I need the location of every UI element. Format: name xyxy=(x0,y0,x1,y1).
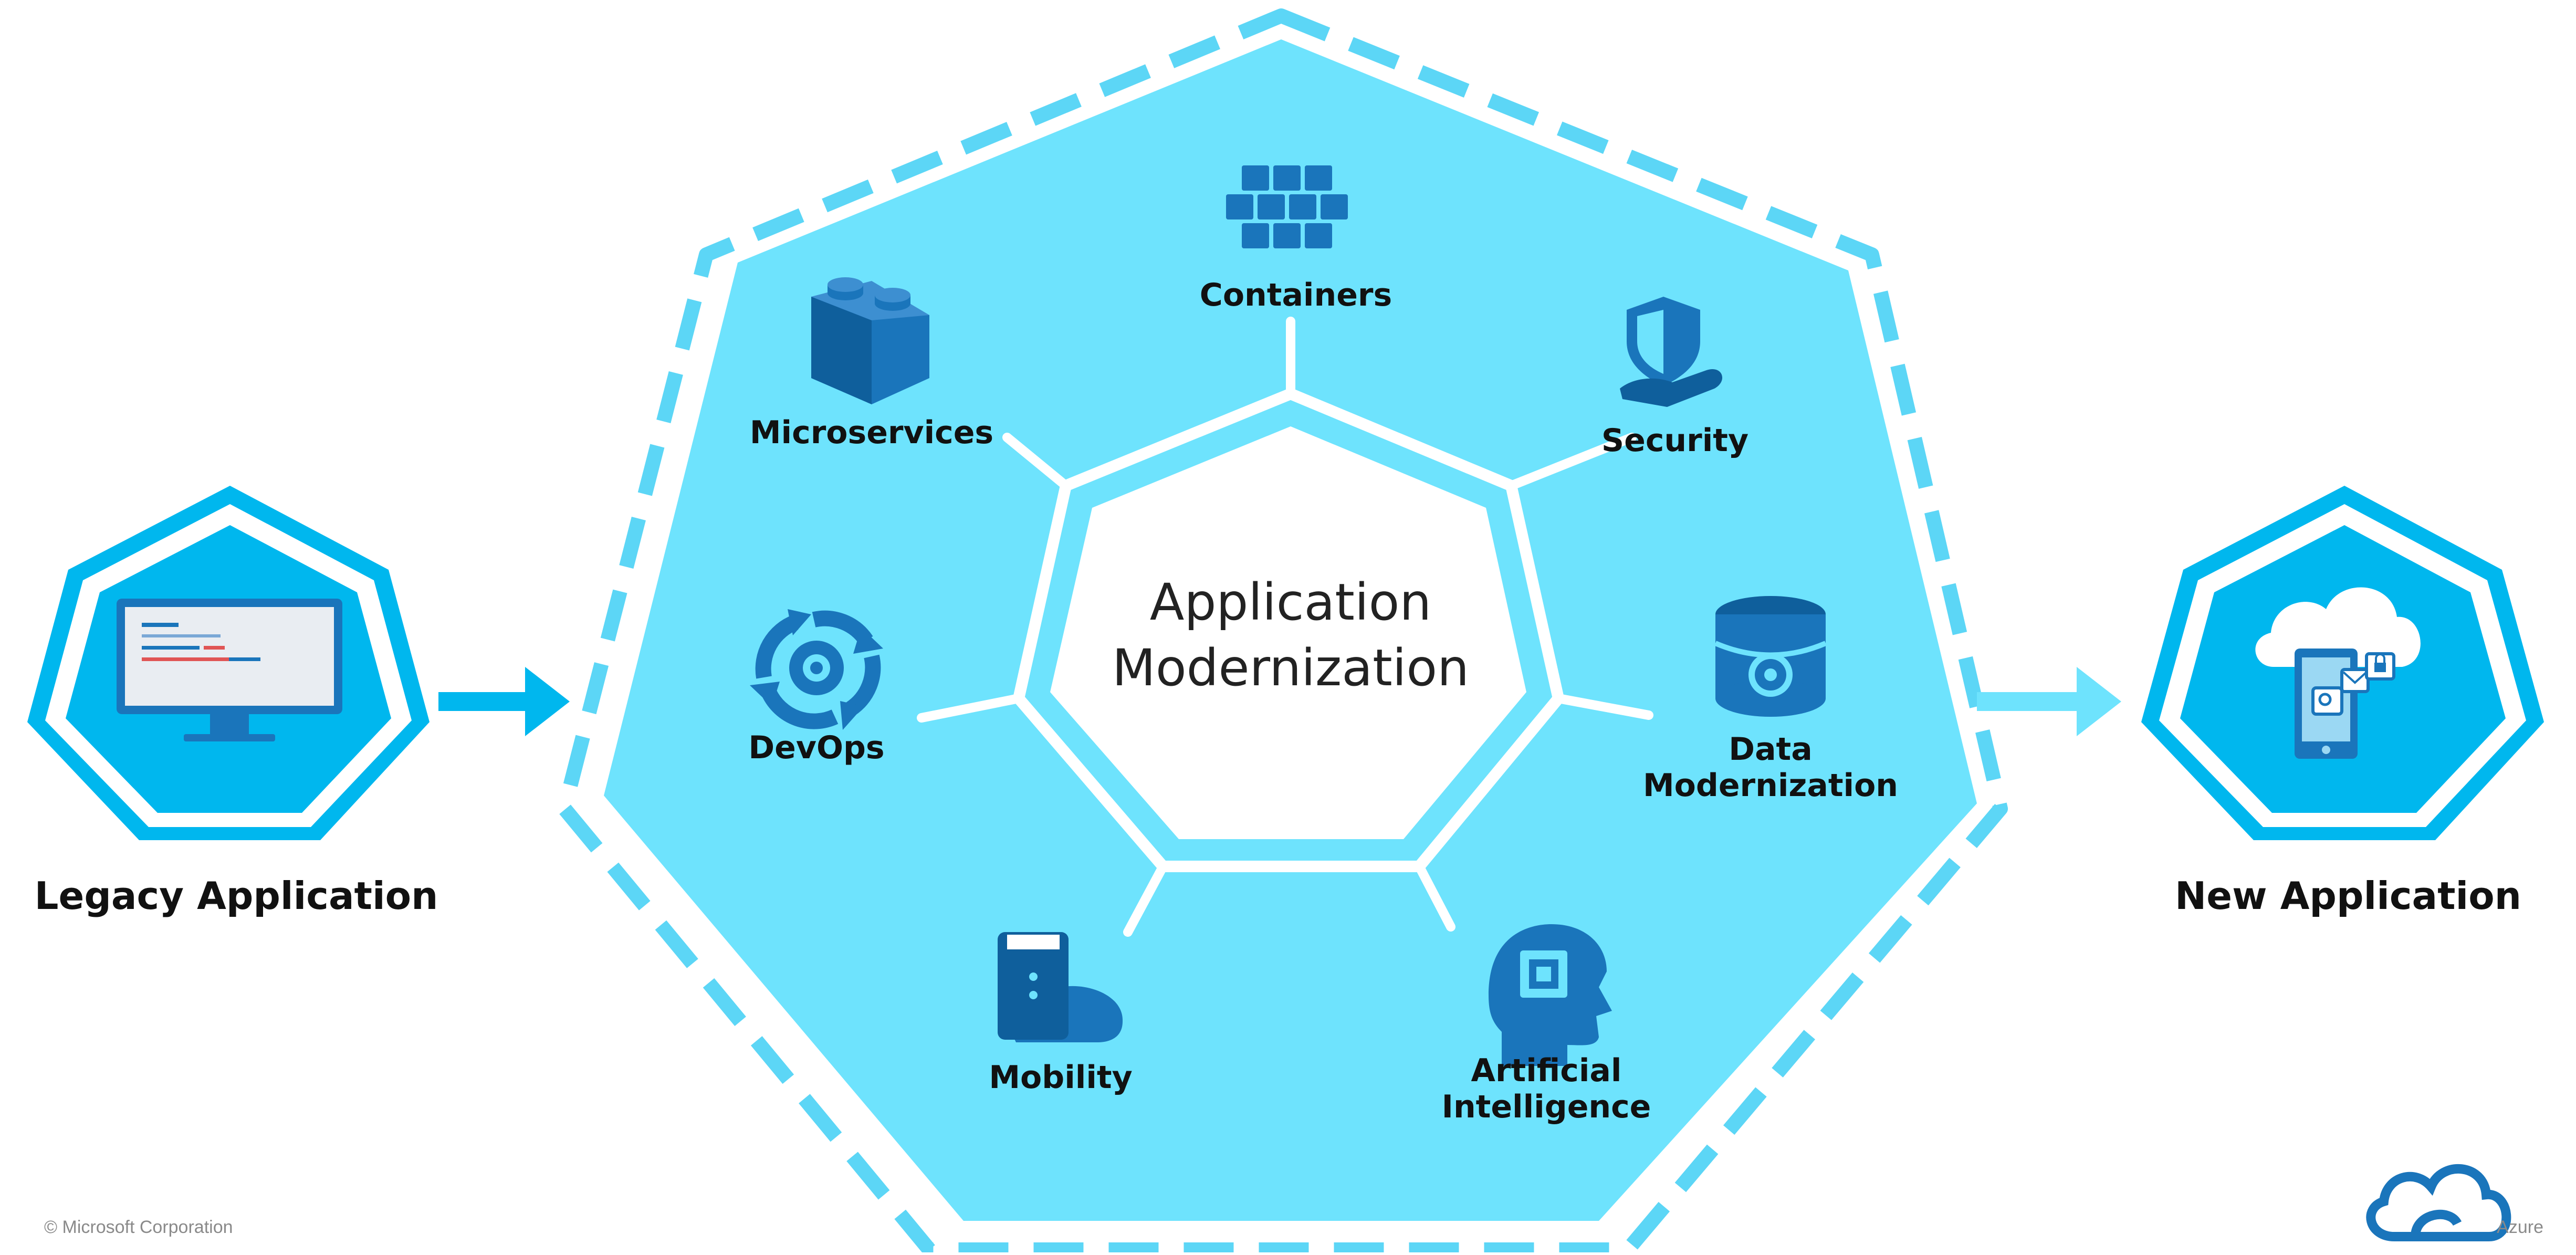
label-ai-line1: Artificial xyxy=(1471,1052,1622,1089)
label-data-line2: Modernization xyxy=(1642,767,1899,804)
center-title-line1: Application xyxy=(1149,573,1432,632)
database-gear-icon xyxy=(1714,596,1827,717)
shield-hand-icon xyxy=(1620,297,1723,407)
monitor-icon xyxy=(117,599,342,741)
label-mobility: Mobility xyxy=(989,1059,1133,1096)
label-microservices: Microservices xyxy=(749,414,994,451)
spoke-mobility xyxy=(1123,862,1168,937)
label-ai-line2: Intelligence xyxy=(1441,1089,1651,1125)
center-title-line2: Modernization xyxy=(1112,639,1469,697)
spoke-security xyxy=(1506,433,1637,490)
label-new-application: New Application xyxy=(2175,874,2521,918)
label-artificial-intelligence: Artificial Intelligence xyxy=(1442,1053,1651,1125)
cloud-logo-icon xyxy=(2366,1164,2511,1241)
label-data-modernization: Data Modernization xyxy=(1643,731,1898,804)
spokes xyxy=(917,317,1653,937)
label-data-line1: Data xyxy=(1729,731,1813,768)
inner-heptagon-core xyxy=(1050,426,1526,839)
head-chip-icon xyxy=(1489,924,1612,1066)
spoke-ai xyxy=(1415,862,1455,932)
spoke-data xyxy=(1554,694,1653,720)
label-security: Security xyxy=(1601,422,1749,459)
brand-text: Azure xyxy=(2497,1217,2543,1237)
spoke-devops xyxy=(917,694,1023,723)
spoke-microservices xyxy=(1002,433,1071,490)
devops-cycle-icon xyxy=(750,609,883,730)
label-devops: DevOps xyxy=(748,729,885,766)
arrow-modernization-to-new xyxy=(1977,667,2121,736)
label-containers: Containers xyxy=(1199,277,1392,313)
containers-icon xyxy=(1226,165,1348,248)
building-blocks-icon xyxy=(811,277,929,404)
copyright-text: © Microsoft Corporation xyxy=(44,1217,233,1237)
cloud-devices-icon xyxy=(2255,587,2421,759)
arrow-legacy-to-modernization xyxy=(438,667,570,736)
center-title: Application Modernization xyxy=(1112,570,1469,701)
outer-dashed-heptagon xyxy=(557,8,2008,1255)
mobile-cloud-icon xyxy=(998,932,1123,1042)
label-legacy-application: Legacy Application xyxy=(34,874,438,918)
